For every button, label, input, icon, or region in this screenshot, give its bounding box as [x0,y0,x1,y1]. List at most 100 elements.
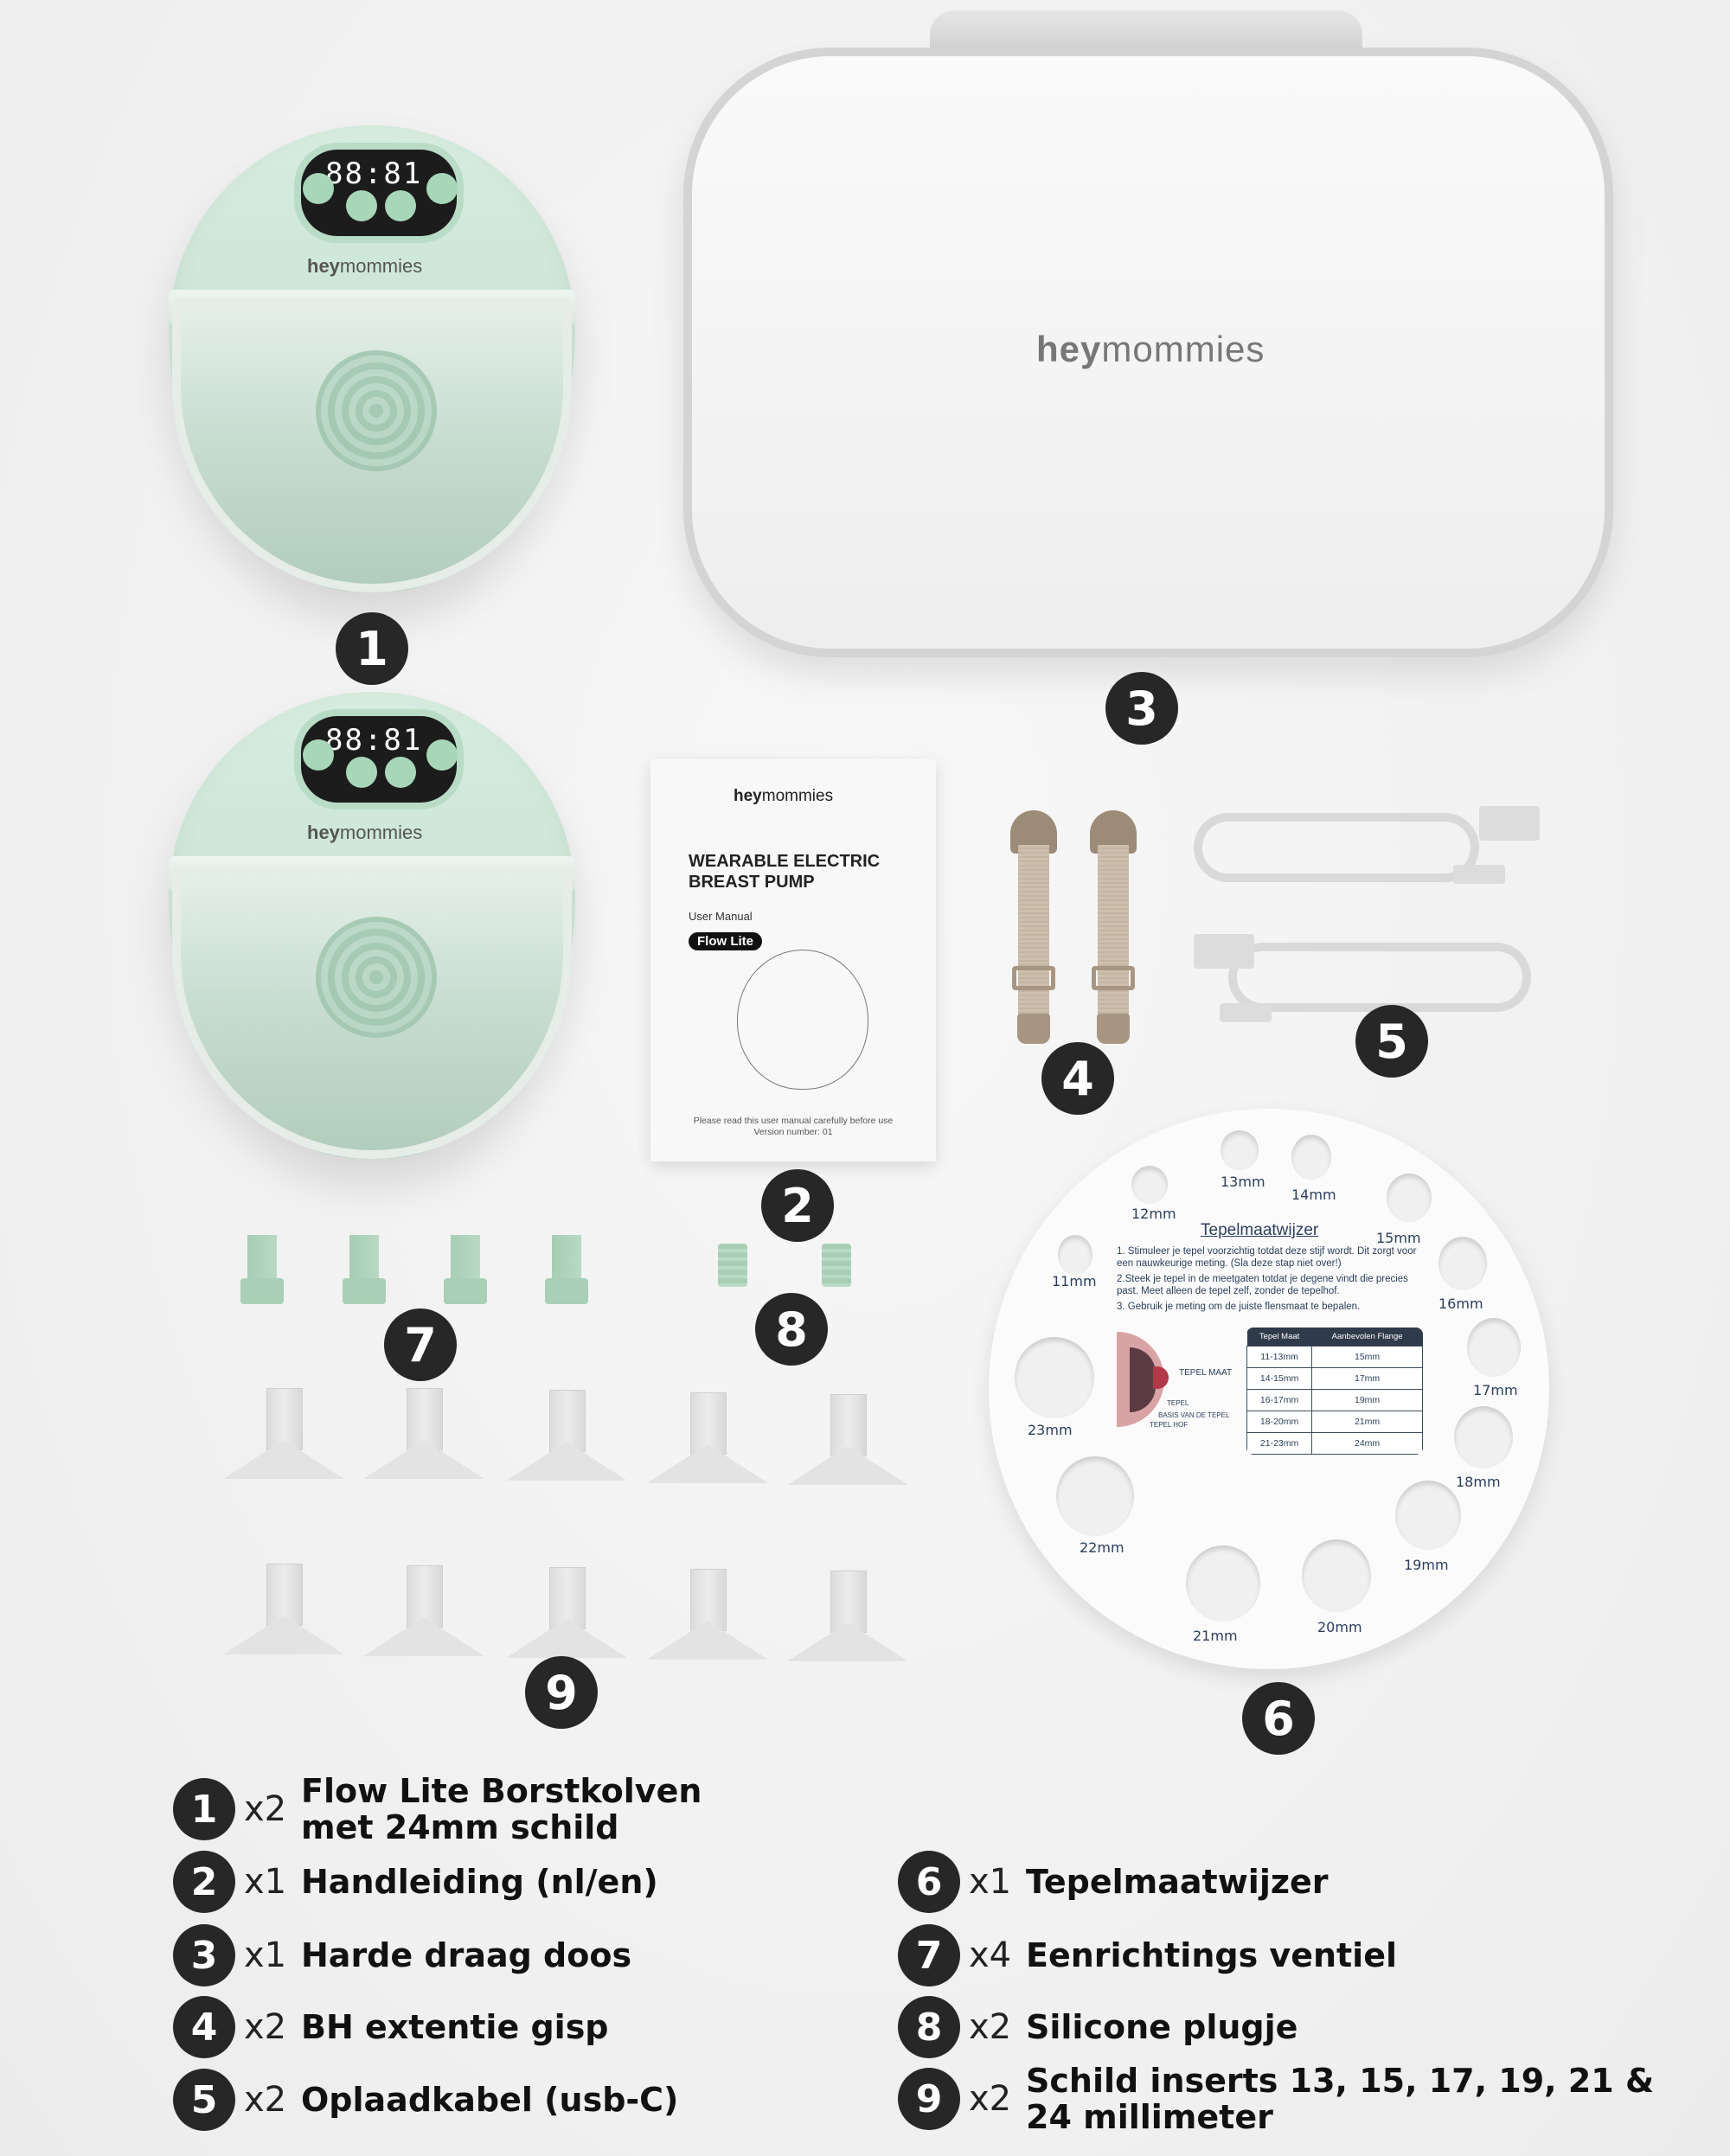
pump-display-digits: 88:81 [325,157,423,191]
sizer-hole-22 [1056,1456,1134,1536]
flange-insert [363,1565,484,1660]
diagram-label-basis: BASIS VAN DE TEPEL [1158,1411,1230,1419]
legend-quantity: x1 [244,1935,287,1975]
sizer-hole-21 [1186,1545,1260,1622]
pump-display-digits: 88:81 [325,723,423,758]
legend-quantity: x2 [244,1789,287,1829]
one-way-valve-3 [444,1235,487,1304]
pump-button-power [303,739,334,771]
sizer-label-13: 13mm [1221,1174,1265,1190]
flange-insert [223,1564,344,1659]
legend-badge: 2 [173,1851,235,1913]
flange-insert [647,1392,768,1487]
legend-item-5: 5 x2 Oplaadkabel (usb-C) [173,2069,678,2131]
pump-logo: heymommies [307,255,423,277]
badge-7: 7 [384,1308,457,1381]
sizer-hole-13 [1221,1130,1259,1170]
sizer-label-11: 11mm [1052,1273,1097,1289]
legend-label: Flow Lite Borstkolven met 24mm schild [301,1772,702,1846]
sizer-label-12: 12mm [1131,1206,1176,1222]
badge-4: 4 [1041,1042,1114,1115]
manual-pump-drawing [737,950,868,1090]
sizer-label-21: 21mm [1193,1628,1238,1644]
pump-button-level [385,757,416,788]
manual-subtitle: User Manual [689,910,753,923]
legend-item-9: 9 x2 Schild inserts 13, 15, 17, 19, 21 &… [898,2063,1654,2135]
manual-footer: Please read this user manual carefully b… [693,1116,894,1137]
flange-insert [363,1388,484,1483]
sizer-hole-23 [1015,1337,1094,1418]
sizer-label-22: 22mm [1080,1539,1124,1556]
legend-label: Oplaadkabel (usb-C) [301,2081,679,2119]
manual-model-pill: Flow Lite [689,932,762,950]
legend-item-8: 8 x2 Silicone plugje [898,1996,1298,2058]
sizer-hole-20 [1302,1539,1371,1612]
sizer-hole-12 [1131,1166,1168,1204]
usb-a-plug-2 [1194,934,1254,969]
legend-item-2: 2 x1 Handleiding (nl/en) [173,1851,658,1913]
badge-9: 9 [525,1656,598,1729]
legend-badge: 7 [898,1924,960,1986]
legend-quantity: x2 [969,2079,1012,2119]
legend-item-7: 7 x4 Eenrichtings ventiel [898,1924,1397,1986]
table-header: Tepel Maat [1246,1328,1312,1347]
badge-3: 3 [1105,672,1178,745]
legend-label: Schild inserts 13, 15, 17, 19, 21 & 24 m… [1026,2062,1655,2136]
legend-item-4: 4 x2 BH extentie gisp [173,1996,609,2058]
sizer-label-16: 16mm [1438,1296,1483,1312]
badge-5: 5 [1355,1005,1428,1078]
badge-8: 8 [755,1293,828,1366]
user-manual: heymommies WEARABLE ELECTRIC BREAST PUMP… [650,759,936,1161]
sizer-hole-19 [1395,1481,1461,1550]
carry-case [683,48,1613,657]
pump-button-plus [426,173,458,204]
pump-button-level [385,190,416,221]
legend-badge: 5 [173,2069,235,2131]
flange-insert [787,1571,908,1666]
flange-insert [506,1567,627,1662]
legend-item-1: 1 x2 Flow Lite Borstkolven met 24mm schi… [173,1773,702,1846]
legend-badge: 6 [898,1851,960,1913]
sizer-label-19: 19mm [1404,1557,1449,1573]
legend-label: Harde draag doos [301,1936,632,1974]
badge-2: 2 [761,1169,834,1242]
one-way-valve-4 [545,1235,588,1304]
sizer-hole-16 [1438,1237,1487,1290]
silicone-plug-2 [822,1244,851,1287]
legend-label: Eenrichtings ventiel [1026,1936,1398,1974]
legend-quantity: x2 [244,2080,287,2120]
nipple-sizer-disc: 11mm 12mm 13mm 14mm 15mm 16mm 17mm 18mm … [989,1109,1549,1669]
legend-item-6: 6 x1 Tepelmaatwijzer [898,1851,1328,1913]
legend-item-3: 3 x1 Harde draag doos [173,1924,631,1986]
manual-title: WEARABLE ELECTRIC BREAST PUMP [689,852,881,892]
badge-1: 1 [336,612,408,685]
usb-c-cable-1 [1194,813,1479,882]
pump-flange-ring [316,350,437,471]
one-way-valve-2 [343,1235,386,1304]
sizer-label-14: 14mm [1291,1187,1336,1203]
flange-insert [787,1394,908,1489]
legend-quantity: x2 [244,2007,287,2047]
bra-extension-strap-1 [1010,810,1057,1044]
flange-insert [506,1390,627,1485]
legend-badge: 3 [173,1924,235,1986]
legend-badge: 1 [173,1778,235,1840]
pump-button-power [303,173,334,204]
usb-c-plug-2 [1220,1003,1272,1022]
legend-quantity: x4 [969,1935,1012,1975]
sizer-label-15: 15mm [1376,1230,1421,1246]
sizer-label-20: 20mm [1317,1619,1362,1635]
sizer-label-17: 17mm [1473,1382,1518,1398]
breast-pump-1: 88:81 heymommies [169,125,575,592]
pump-flange-ring [316,917,437,1038]
legend-quantity: x1 [244,1862,287,1902]
diagram-label-tepel: TEPEL [1167,1399,1189,1407]
table-header: Aanbevolen Flange [1311,1328,1423,1347]
pump-button-mode [346,757,377,788]
one-way-valve-1 [240,1235,284,1304]
